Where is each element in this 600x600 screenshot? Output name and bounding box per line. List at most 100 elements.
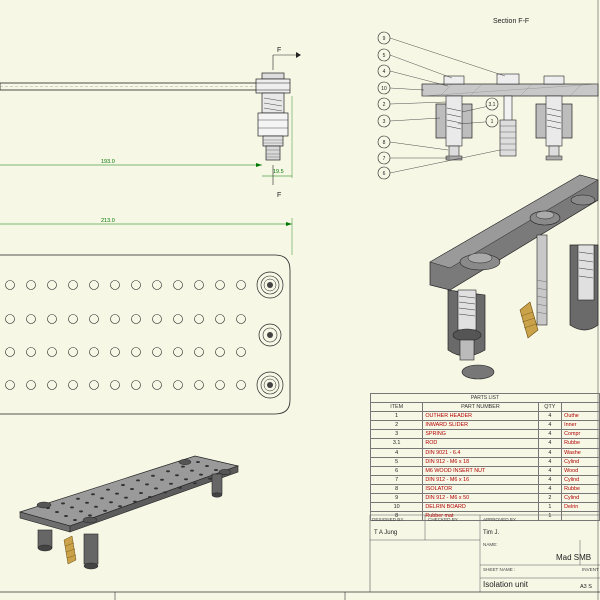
iso-hole [133,500,137,503]
mounting-hole [131,347,141,357]
mounting-hole [5,314,15,324]
mounting-hole [110,280,120,290]
iso-hole [163,491,167,494]
parts-cell-qty: 1 [537,502,563,513]
mounting-hole [26,380,36,390]
balloon-leader [389,54,453,79]
iso-hole [121,484,125,486]
balloon-circle [485,97,499,111]
mounting-hole [215,380,225,390]
iso-hole [64,515,68,517]
dim-inner-length: 193.0 [101,159,115,165]
balloon-label: 7 [383,156,386,162]
drawing-name: Mad SMB [556,553,592,562]
designed-by-label: DESIGNED BY [372,517,404,522]
iso-hole [178,486,182,489]
mounting-hole [68,347,78,357]
parts-header-qty: QTY [537,402,563,413]
iso-hole [166,470,170,473]
mounting-hole [131,314,141,324]
balloon-leader [389,70,449,87]
parts-cell-item: 3.1 [369,438,424,449]
mounting-hole [152,280,162,290]
mounting-hole [5,380,15,390]
mounting-hole [173,347,183,357]
balloon-circle [377,81,391,95]
balloon-circle [377,64,391,78]
mounting-hole [152,347,162,357]
parts-cell-desc: Outhe [561,411,600,422]
parts-cell-qty: 4 [537,429,563,440]
mounting-hole [131,280,141,290]
mounting-hole [194,380,204,390]
mounting-hole [236,280,246,290]
parts-cell-part-number: DIN 912 - M6 x 16 [422,474,539,485]
balloon-label: 5 [383,53,386,59]
mounting-hole [26,314,36,324]
parts-cell-part-number: DELRIN BOARD [422,502,539,513]
section-title: Section F-F [493,18,529,25]
parts-cell-desc: Cylind [561,456,600,467]
parts-cell-item: 8 [369,511,424,522]
top-view-isolator-2 [258,323,282,347]
iso-hole [160,478,164,481]
parts-cell-desc: Cylind [561,493,600,504]
parts-cell-item: 4 [369,447,424,458]
mounting-hole [26,280,36,290]
mounting-hole [89,380,99,390]
mounting-holes [5,280,246,390]
iso-hole [145,483,149,486]
parts-header-part-number: PART NUMBER [422,402,539,413]
section-bolt [496,73,520,157]
iso-hole [199,473,203,476]
mounting-hole [236,314,246,324]
parts-cell-item: 3 [369,429,424,440]
mounting-hole [110,380,120,390]
mounting-hole [194,314,204,324]
iso-plate-assembly [18,455,240,570]
iso-plate-holes [46,461,227,521]
mounting-hole [47,314,57,324]
iso-hole [148,496,152,498]
iso-hole [88,514,92,517]
mounting-hole [215,314,225,324]
parts-cell-qty: 4 [537,474,563,485]
top-view-isolator-1 [256,271,284,299]
dim-offset: 19.5 [273,169,284,175]
parts-cell-desc: Compr [561,429,600,440]
front-isolator [255,72,291,161]
iso-hole [76,497,80,500]
mounting-hole [47,380,57,390]
parts-cell-item: 9 [369,493,424,504]
parts-cell-item: 1 [369,411,424,422]
iso-hole [193,482,197,485]
iso-hole [136,479,140,482]
section-isolator-left [435,75,473,161]
mounting-hole [173,280,183,290]
parts-cell-qty: 4 [537,456,563,467]
iso-hole [91,493,95,496]
mounting-hole [68,380,78,390]
mounting-hole [68,280,78,290]
front-view: F F 193.0 19.5 213.0 [0,47,301,255]
parts-cell-item: 6 [369,465,424,476]
parts-cell-item: 8 [369,483,424,495]
balloon-leader [389,141,449,151]
top-view [0,254,291,415]
balloon-label: 10 [381,86,387,92]
parts-cell-qty: 4 [537,447,563,458]
checked-by-label: CHECKED BY [428,517,458,522]
parts-cell-part-number: ISOLATOR [422,483,539,495]
parts-cell-desc: Washe [561,447,600,458]
parts-cell-part-number: OUTHER HEADER [422,411,539,422]
mounting-hole [89,314,99,324]
